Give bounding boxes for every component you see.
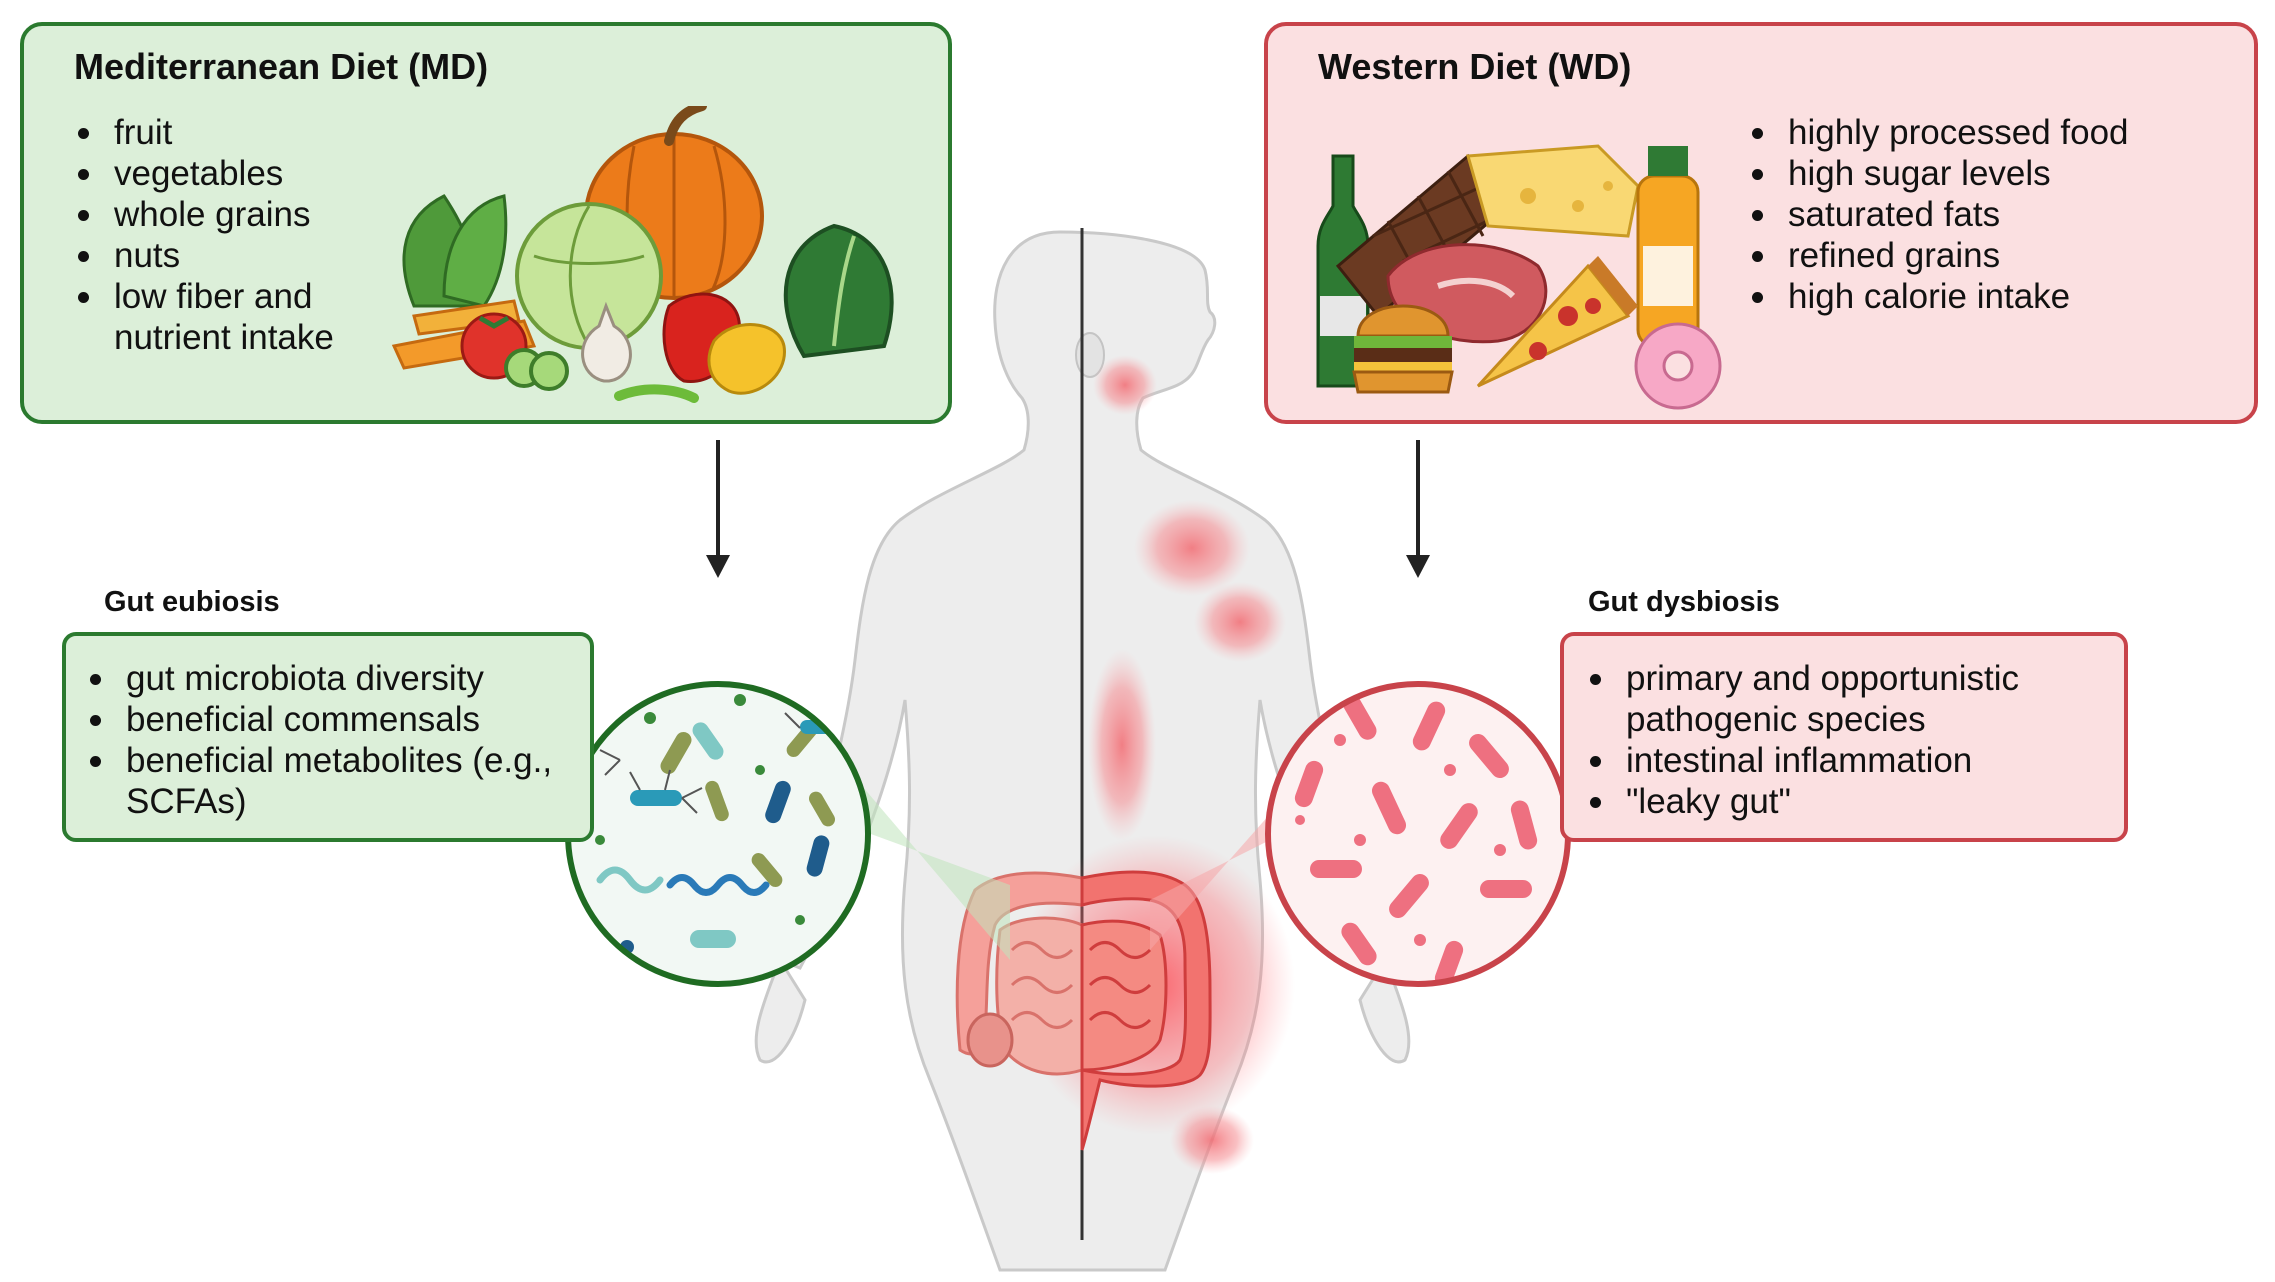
bacteria-dysbiosis-icon [1265,681,1571,987]
wd-list: highly processed food high sugar levels … [1748,112,2129,317]
vegetables-illustration [391,106,894,403]
md-list: fruit vegetables whole grains nuts low f… [74,112,334,358]
mediterranean-diet-panel: Mediterranean Diet (MD) fruit vegetables… [20,22,952,424]
gut-eubiosis-panel: gut microbiota diversity beneficial comm… [62,632,594,842]
wd-item: high sugar levels [1748,153,2129,194]
bacteria-eubiosis-icon [565,681,871,987]
dysbiosis-item-continued: pathogenic species [1626,700,1926,739]
wd-title: Western Diet (WD) [1318,46,1632,87]
eubiosis-item-continued: SCFAs) [126,782,247,821]
md-item: nuts [74,235,334,276]
wd-item: saturated fats [1748,194,2129,235]
eubiosis-list: gut microbiota diversity beneficial comm… [86,658,552,822]
eubiosis-item: beneficial metabolites (e.g., [86,740,552,781]
dysbiosis-item: "leaky gut" [1586,781,2019,822]
md-title: Mediterranean Diet (MD) [74,46,489,87]
junk-food-illustration [1316,144,1722,410]
eubiosis-title: Gut eubiosis [104,586,280,618]
arrow-down-icon [706,440,730,578]
md-item: low fiber and [74,276,334,317]
western-diet-panel: Western Diet (WD) highly processed food … [1264,22,2258,424]
wd-item: highly processed food [1748,112,2129,153]
md-item-continued: nutrient intake [114,318,334,357]
gut-dysbiosis-panel: primary and opportunistic pathogenic spe… [1560,632,2128,842]
wd-item: high calorie intake [1748,276,2129,317]
dysbiosis-item: primary and opportunistic [1586,658,2019,699]
arrow-down-icon [1406,440,1430,578]
dysbiosis-item: intestinal inflammation [1586,740,2019,781]
eubiosis-item: gut microbiota diversity [86,658,552,699]
eubiosis-item: beneficial commensals [86,699,552,740]
dysbiosis-title: Gut dysbiosis [1588,586,1780,618]
inflamed-gut-icon [1080,870,1212,1151]
dysbiosis-list: primary and opportunistic pathogenic spe… [1586,658,2019,822]
human-body-illustration [754,228,1411,1272]
md-item: fruit [74,112,334,153]
md-item: whole grains [74,194,334,235]
md-item: vegetables [74,153,334,194]
wd-item: refined grains [1748,235,2129,276]
eubiosis-zoom-cone [840,760,1010,960]
dysbiosis-zoom-cone [1150,780,1300,950]
